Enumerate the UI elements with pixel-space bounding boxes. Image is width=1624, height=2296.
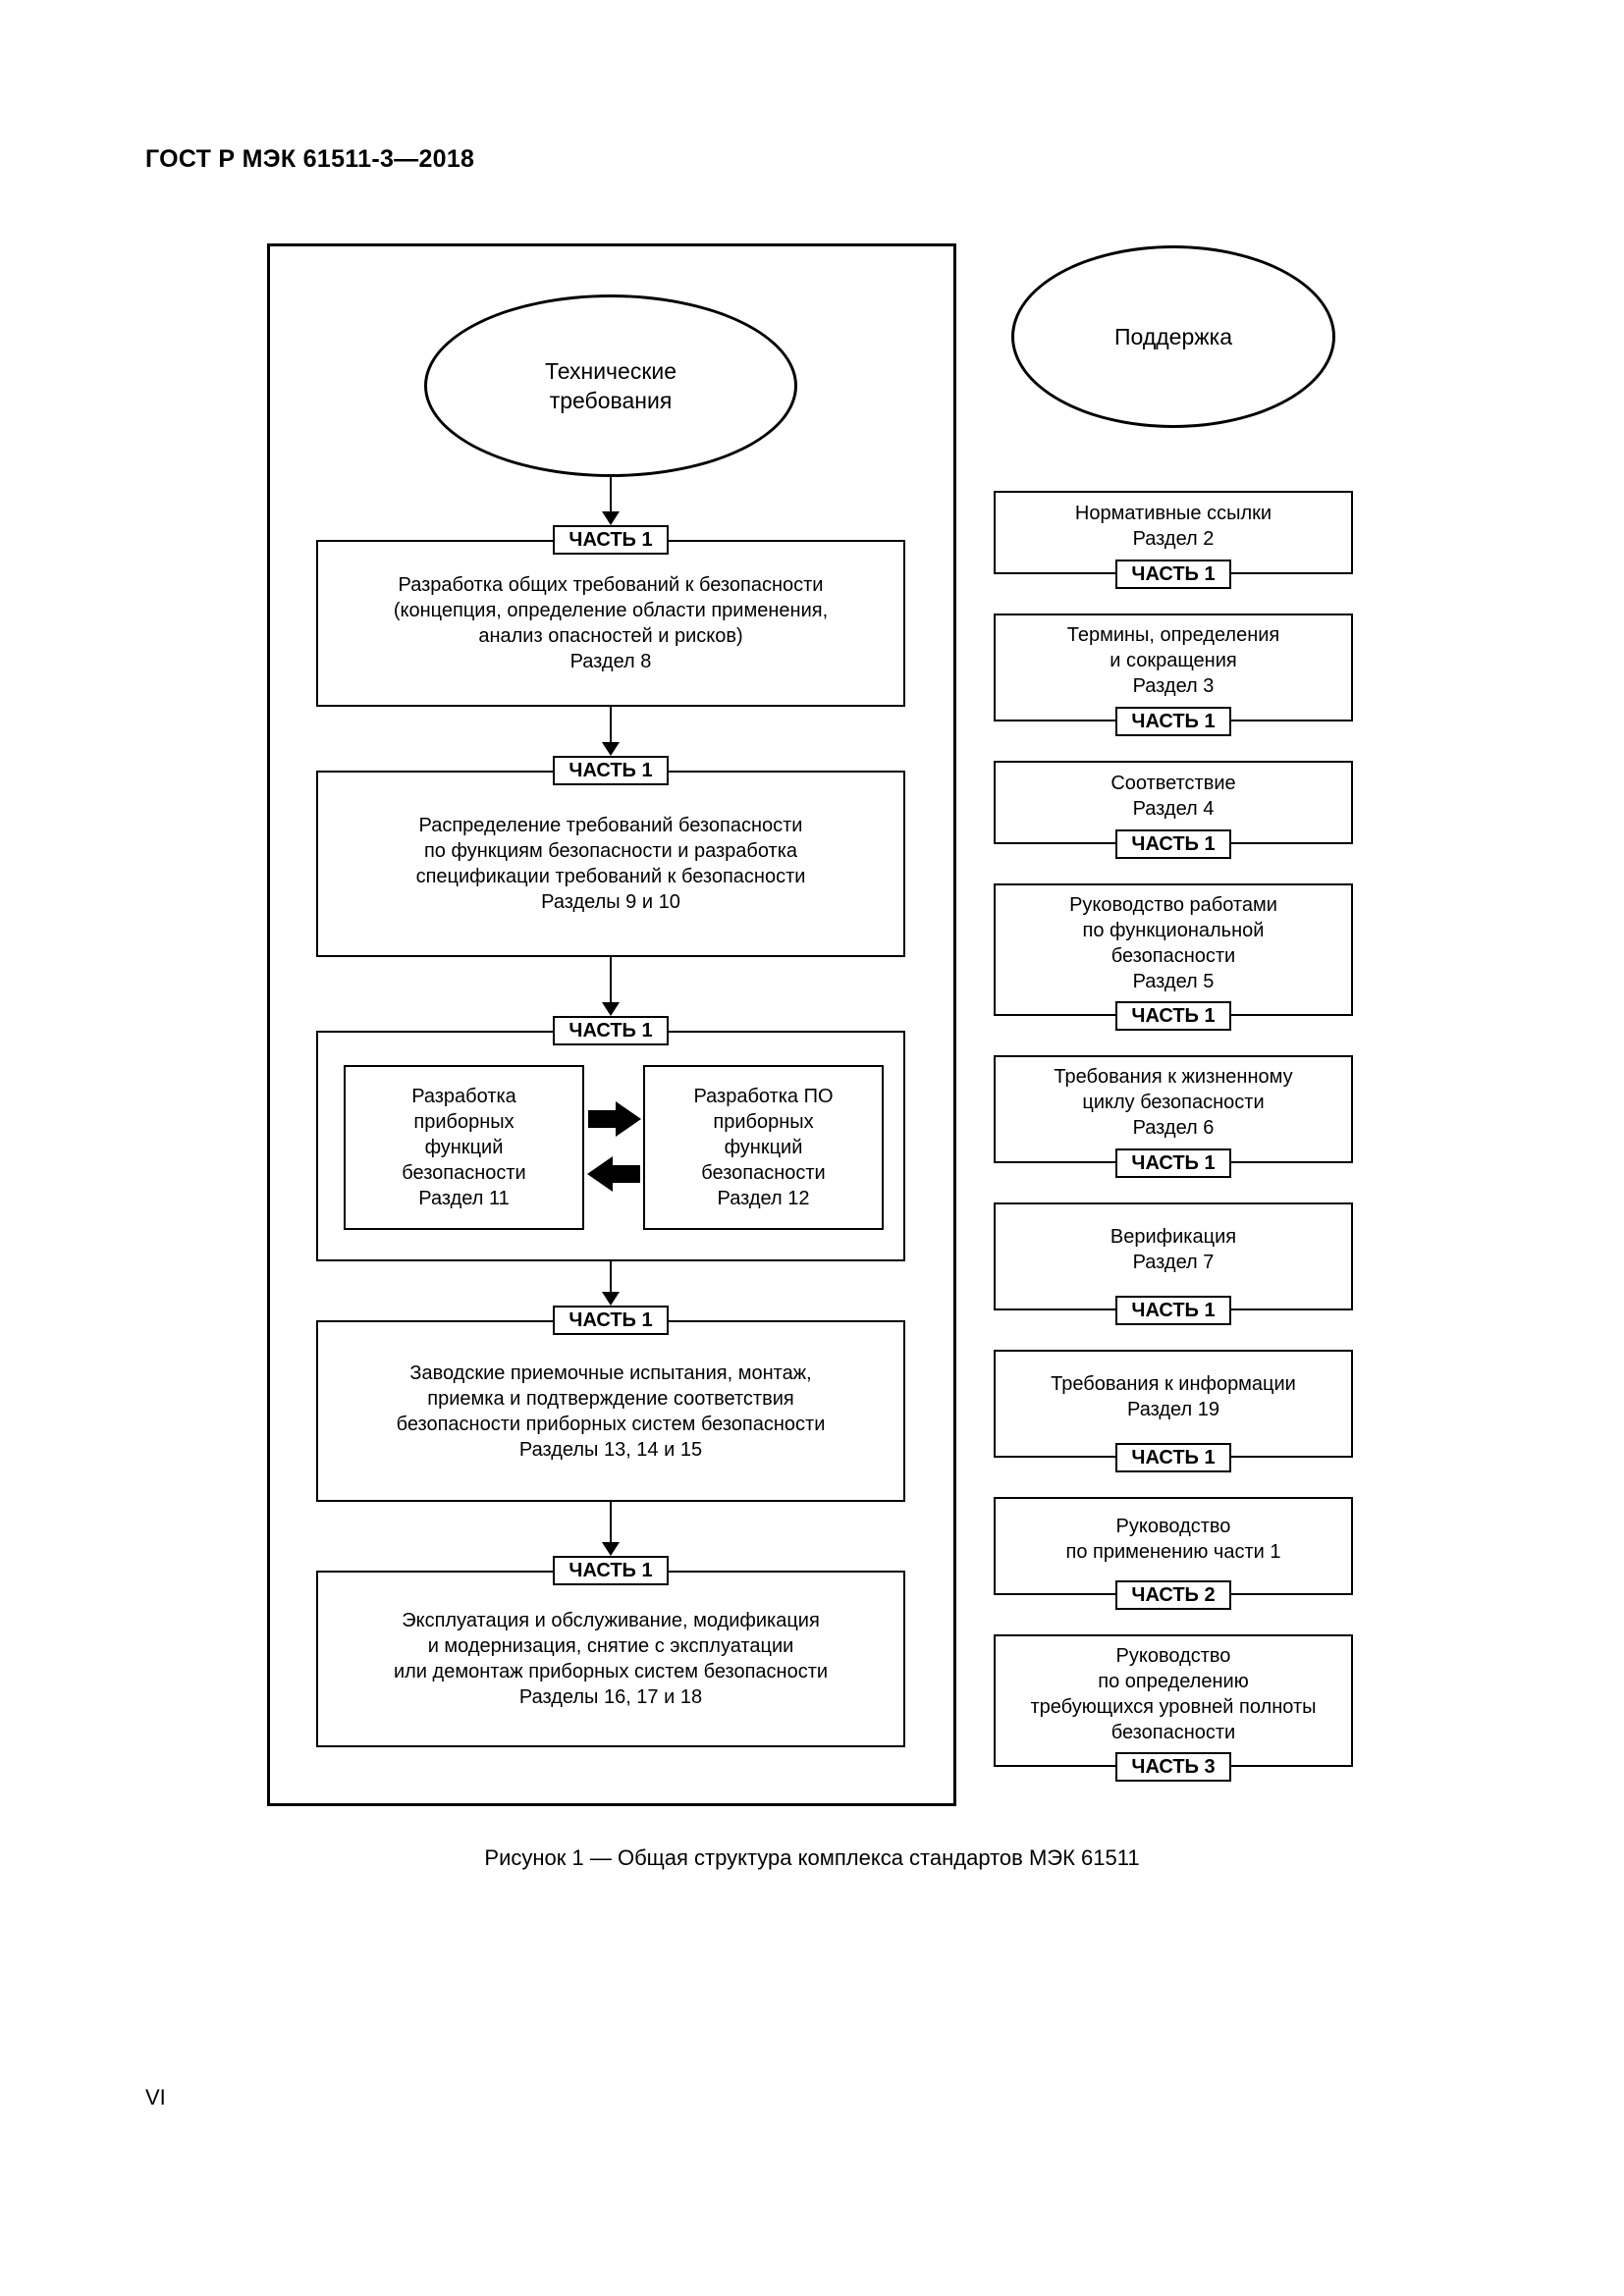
part-tag-step-4: ЧАСТЬ 1 (553, 1306, 669, 1335)
part-tag-step-3: ЧАСТЬ 1 (553, 1016, 669, 1045)
flow-arrow-line-4 (610, 1261, 612, 1294)
part-tag-section-5: ЧАСТЬ 1 (1115, 1001, 1231, 1031)
flow-arrow-head-1 (602, 511, 620, 525)
step-box-section-8: Разработка общих требований к безопаснос… (316, 540, 905, 707)
part-tag-section-2: ЧАСТЬ 1 (1115, 560, 1231, 589)
flow-arrow-line-5 (610, 1502, 612, 1544)
part-tag-section-3: ЧАСТЬ 1 (1115, 707, 1231, 736)
thick-left-arrow-icon (587, 1156, 613, 1192)
thick-right-arrow-icon (616, 1101, 641, 1137)
part-tag-step-2: ЧАСТЬ 1 (553, 756, 669, 785)
flow-arrow-line-1 (610, 477, 612, 514)
document-header: ГОСТ Р МЭК 61511-3—2018 (145, 145, 475, 173)
part-tag-step-5: ЧАСТЬ 1 (553, 1556, 669, 1585)
technical-requirements-ellipse: Технические требования (424, 294, 797, 477)
thick-right-arrow-bar (588, 1110, 618, 1128)
flow-arrow-head-4 (602, 1292, 620, 1306)
support-box-section-5: Руководство работами по функциональной б… (994, 883, 1353, 1016)
part-tag-section-4: ЧАСТЬ 1 (1115, 829, 1231, 859)
flow-arrow-line-3 (610, 957, 612, 1004)
flow-arrow-line-2 (610, 707, 612, 744)
part-tag-section-6: ЧАСТЬ 1 (1115, 1148, 1231, 1178)
support-box-section-6: Требования к жизненному циклу безопаснос… (994, 1055, 1353, 1163)
part-tag-step-1: ЧАСТЬ 1 (553, 525, 669, 555)
flow-arrow-head-5 (602, 1542, 620, 1556)
part-tag-part-2: ЧАСТЬ 2 (1115, 1580, 1231, 1610)
support-box-section-19: Требования к информации Раздел 19 (994, 1350, 1353, 1458)
step-box-sections-9-10: Распределение требований безопасности по… (316, 771, 905, 957)
step-box-section-11: Разработка приборных функций безопасност… (344, 1065, 584, 1230)
support-box-section-7: Верификация Раздел 7 (994, 1202, 1353, 1310)
step-box-sections-16-17-18: Эксплуатация и обслуживание, модификация… (316, 1571, 905, 1747)
figure-caption: Рисунок 1 — Общая структура комплекса ст… (484, 1845, 1140, 1870)
flow-arrow-head-3 (602, 1002, 620, 1016)
part-tag-part-3: ЧАСТЬ 3 (1115, 1752, 1231, 1782)
part-tag-section-19: ЧАСТЬ 1 (1115, 1443, 1231, 1472)
thick-left-arrow-bar (611, 1165, 640, 1183)
page-number: VI (145, 2085, 166, 2109)
step-box-sections-13-14-15: Заводские приемочные испытания, монтаж, … (316, 1320, 905, 1502)
support-box-sil-guide: Руководство по определению требующихся у… (994, 1634, 1353, 1767)
flow-arrow-head-2 (602, 742, 620, 756)
support-ellipse: Поддержка (1011, 245, 1335, 428)
support-box-section-3: Термины, определения и сокращения Раздел… (994, 614, 1353, 721)
step-box-section-12: Разработка ПО приборных функций безопасн… (643, 1065, 884, 1230)
part-tag-section-7: ЧАСТЬ 1 (1115, 1296, 1231, 1325)
